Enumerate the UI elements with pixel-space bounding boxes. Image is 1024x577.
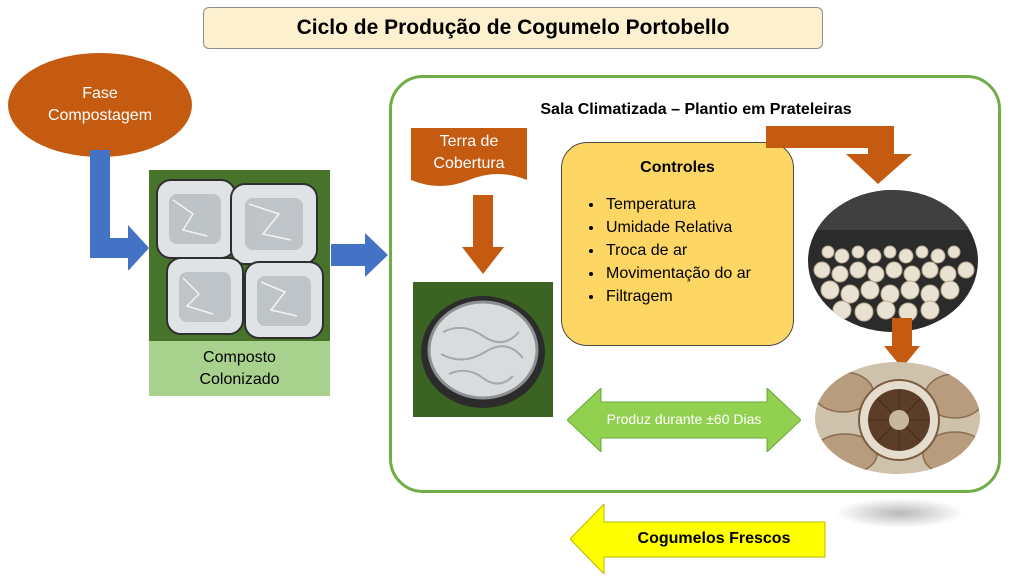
casing-soil-photo (413, 282, 553, 417)
room-title: Sala Climatizada – Plantio em Prateleira… (540, 101, 852, 118)
shelf-down-arrow (766, 126, 912, 184)
diagram-title-text: Ciclo de Produção de Cogumelo Portobello (296, 16, 730, 39)
colonized-line2: Colonizado (199, 370, 280, 388)
compost-phase-line1: Fase (82, 85, 118, 102)
control-item-temperature: Temperatura (604, 193, 751, 216)
diagram-title: Ciclo de Produção de Cogumelo Portobello (203, 7, 823, 49)
portobello-photo (815, 362, 980, 474)
controls-list: Temperatura Umidade Relativa Troca de ar… (578, 193, 751, 308)
fresh-mushrooms-arrow: Cogumelos Frescos (570, 504, 826, 574)
fresh-mushrooms-label: Cogumelos Frescos (637, 530, 791, 547)
production-duration-arrow: Produz durante ±60 Dias (567, 388, 801, 452)
control-item-filtration: Filtragem (604, 285, 751, 308)
casing-soil-box: Terra de Cobertura (411, 128, 527, 188)
harvest-down-arrow (884, 318, 920, 368)
control-item-air-movement: Movimentação do ar (604, 262, 751, 285)
compost-down-right-arrow (90, 150, 149, 270)
casing-line1: Terra de (439, 133, 499, 150)
compost-phase-line2: Compostagem (47, 107, 153, 124)
production-duration-label: Produz durante ±60 Dias (606, 411, 762, 427)
control-item-humidity: Umidade Relativa (604, 216, 751, 239)
casing-down-arrow (462, 195, 504, 274)
compost-phase-oval: Fase Compostagem (8, 53, 192, 157)
casing-line2: Cobertura (433, 155, 505, 172)
colonized-compost-photo (149, 170, 330, 341)
colonized-line1: Composto (203, 348, 276, 366)
mushroom-shelf-photo (808, 190, 978, 332)
into-room-arrow (331, 233, 388, 277)
colonized-compost-label: Composto Colonizado (149, 341, 330, 396)
controls-title: Controles (640, 159, 715, 176)
controls-box: Controles Temperatura Umidade Relativa T… (561, 142, 794, 346)
control-item-air-exchange: Troca de ar (604, 239, 751, 262)
photo-shadow (835, 498, 965, 528)
